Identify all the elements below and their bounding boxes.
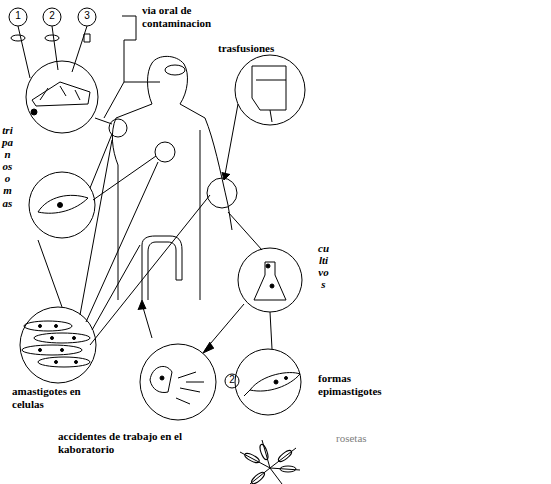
- illustration-part: [228, 212, 262, 250]
- illustration-part: [39, 325, 42, 328]
- illustration-part: [258, 443, 269, 460]
- route-label: via oral de contaminacion: [142, 4, 224, 29]
- illustration-part: [160, 376, 164, 380]
- illustration-part: [274, 380, 278, 384]
- illustration-part: [29, 172, 95, 238]
- stage-label: tripanosomas: [2, 124, 13, 209]
- illustration-part: [254, 262, 286, 300]
- illustration-part: [104, 82, 124, 118]
- illustration-part: [244, 373, 300, 396]
- illustration-part: [280, 466, 296, 472]
- illustration-part: [250, 471, 266, 484]
- illustration-part: [140, 344, 216, 420]
- illustration-part: [225, 374, 239, 388]
- stage-label: rosetas: [336, 432, 406, 445]
- illustration-part: [43, 8, 61, 26]
- illustration-part: [22, 345, 82, 355]
- illustration-part: [270, 312, 272, 349]
- callout-number: 1: [10, 10, 26, 22]
- illustration-part: [20, 307, 96, 383]
- illustration-part: [24, 321, 72, 331]
- illustration-part: [55, 361, 58, 364]
- illustration-part: [155, 142, 175, 162]
- illustration-part: [40, 86, 80, 100]
- illustration-part: [90, 134, 156, 200]
- illustration-part: [38, 140, 210, 345]
- illustration-part: [285, 377, 288, 380]
- illustration-part: [31, 109, 37, 115]
- illustration-part: [235, 349, 301, 415]
- illustration-part: [58, 203, 63, 208]
- illustration-part: [266, 264, 270, 268]
- illustration-part: [51, 337, 54, 340]
- illustration-part: [138, 300, 146, 310]
- route-label: accidentes de trabajo en el kaboratorio: [58, 430, 218, 455]
- illustration-part: [9, 8, 27, 26]
- illustration-part: [78, 8, 96, 26]
- illustration-part: [150, 366, 172, 392]
- illustration-part: [222, 172, 230, 180]
- illustration-part: [18, 26, 87, 78]
- illustration-part: [9, 8, 305, 420]
- illustration-part: [73, 337, 76, 340]
- illustration-part: [39, 325, 78, 364]
- illustration-part: [238, 248, 302, 312]
- illustration-part: [270, 284, 274, 288]
- stage-label: cultivos: [318, 242, 329, 290]
- illustration-part: [176, 372, 204, 404]
- illustration-part: [224, 104, 238, 180]
- callout-number: 3: [79, 10, 95, 22]
- illustration-part: [205, 304, 244, 350]
- illustration-part: [240, 440, 300, 484]
- illustration-part: [45, 35, 59, 41]
- illustration-part: [32, 82, 90, 106]
- illustration-part: [235, 55, 305, 125]
- illustration-part: [277, 449, 293, 464]
- illustration-part: [39, 349, 42, 352]
- illustration-part: [84, 34, 90, 42]
- illustration-part: [112, 56, 232, 300]
- illustration-part: [11, 35, 25, 41]
- illustration-part: [26, 61, 98, 133]
- illustration-part: [34, 333, 90, 343]
- illustration-part: [95, 118, 112, 124]
- stage-label: amastigotes en celulas: [12, 385, 104, 410]
- illustration-part: [38, 195, 88, 213]
- illustration-part: [244, 452, 261, 465]
- illustration-part: [203, 342, 214, 353]
- callout-number: 2: [44, 10, 60, 22]
- rosette-symbol: [240, 440, 300, 484]
- illustration-part: [61, 349, 64, 352]
- stage-label: formas epimastigotes: [318, 372, 403, 397]
- illustration-part: [38, 357, 90, 367]
- illustration-part: [142, 236, 182, 300]
- illustration-part: [165, 65, 185, 75]
- callout-number: 2: [224, 374, 240, 386]
- illustration-part: [207, 178, 237, 208]
- illustration-part: [252, 66, 286, 122]
- route-label: trasfusiones: [218, 42, 308, 55]
- illustration-part: [75, 361, 78, 364]
- illustration-part: [55, 325, 58, 328]
